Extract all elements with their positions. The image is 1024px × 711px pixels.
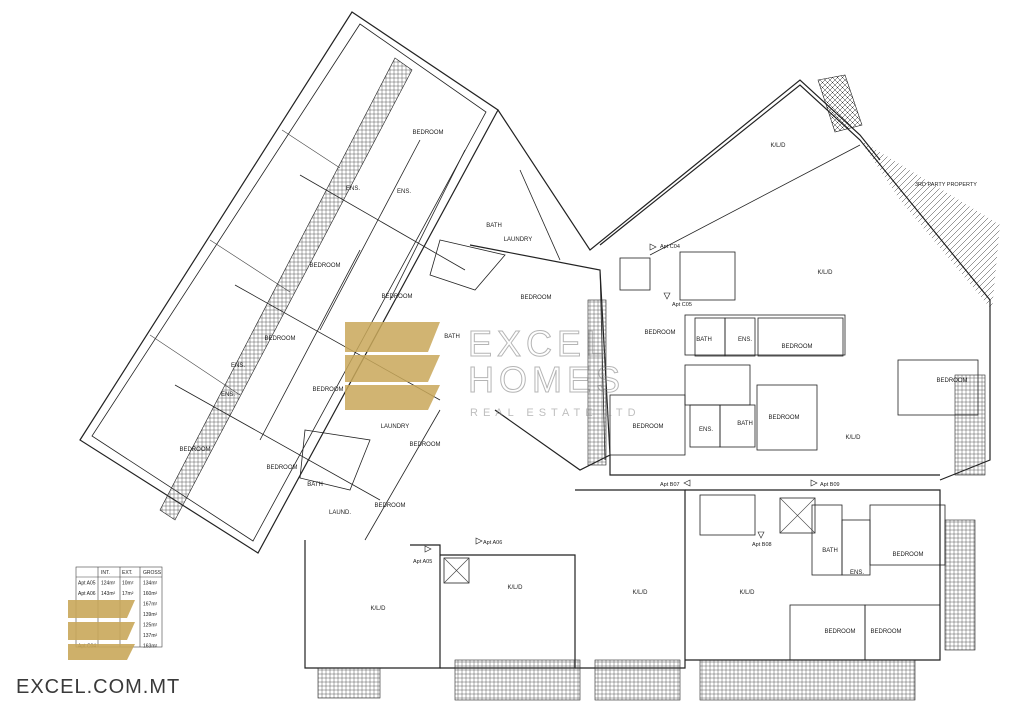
apartment-markers: 3RD PARTY PROPERTY Apt C04 Apt C05 Apt B… <box>413 182 977 565</box>
south-block <box>304 489 976 701</box>
terrace-hatch-south-1 <box>317 667 381 699</box>
room-kld: K/L/D <box>507 585 523 591</box>
room-laund: LAUND. <box>329 510 351 516</box>
west-wing <box>79 11 499 554</box>
apt-a05-label: Apt A05 <box>413 559 432 565</box>
entry-arrow-icon <box>663 292 671 300</box>
schedule-cell: 160m² <box>143 591 158 597</box>
terrace-hatch-south-2 <box>454 659 581 701</box>
room-bath: BATH <box>696 337 712 343</box>
schedule-header-cell: INT. <box>101 570 110 576</box>
room-bedroom: BEDROOM <box>632 424 663 430</box>
center-wing <box>299 79 881 491</box>
schedule-header-cell: GROSS <box>143 570 162 576</box>
apt-c04-label: Apt C04 <box>660 244 680 250</box>
schedule-cell: 143m² <box>101 591 116 597</box>
schedule-cell: 17m² <box>122 591 134 597</box>
schedule-cell: 124m² <box>101 581 116 587</box>
terrace-hatch-south-3 <box>594 659 681 701</box>
room-kld: K/L/D <box>817 270 833 276</box>
room-kld: K/L/D <box>739 590 755 596</box>
north-east-wing <box>599 74 1000 481</box>
room-bedroom: BEDROOM <box>412 130 443 136</box>
apt-a06-label: Apt A06 <box>483 540 502 546</box>
room-bedroom: BEDROOM <box>936 378 967 384</box>
schedule-cell: 163m² <box>143 644 158 650</box>
room-bedroom: BEDROOM <box>520 295 551 301</box>
room-laundry: LAUNDRY <box>381 424 410 430</box>
entry-arrow-icon <box>649 243 657 251</box>
excel-homes-watermark-text: EXCEL HOMES REAL ESTATE LTD <box>468 323 641 420</box>
schedule-cell: 10m² <box>122 581 134 587</box>
entry-arrow-icon <box>757 531 765 539</box>
terrace-hatch-east <box>954 374 986 476</box>
room-kld: K/L/D <box>632 590 648 596</box>
third-party-label: 3RD PARTY PROPERTY <box>915 182 977 188</box>
watermark-line3: REAL ESTATE LTD <box>470 407 641 419</box>
room-bedroom: BEDROOM <box>179 447 210 453</box>
room-kld: K/L/D <box>370 606 386 612</box>
room-bath: BATH <box>486 223 502 229</box>
room-bath: BATH <box>737 421 753 427</box>
watermark-line1: EXCEL <box>468 323 611 364</box>
room-kld: K/L/D <box>845 435 861 441</box>
entry-arrow-icon <box>424 545 432 553</box>
room-bedroom: BEDROOM <box>266 465 297 471</box>
room-labels: BEDROOM ENS. ENS. BATH LAUNDRY BEDROOM B… <box>179 130 967 635</box>
room-bedroom: BEDROOM <box>374 503 405 509</box>
terrace-hatch-east-2 <box>944 519 976 651</box>
schedule-header-cell: EXT. <box>122 570 133 576</box>
room-bedroom: BEDROOM <box>892 552 923 558</box>
entry-arrow-icon <box>475 537 483 545</box>
terrace-hatch-ne <box>817 74 863 133</box>
schedule-cell: 139m² <box>143 612 158 618</box>
schedule-cell: Apt A05 <box>78 581 96 587</box>
room-bath: BATH <box>444 334 460 340</box>
room-bedroom: BEDROOM <box>768 415 799 421</box>
apt-b09-label: Apt B09 <box>820 482 840 488</box>
schedule-cell: 125m² <box>143 623 158 629</box>
schedule-cell: Apt A06 <box>78 591 96 597</box>
room-bedroom: BEDROOM <box>312 387 343 393</box>
apt-b07-label: Apt B07 <box>660 482 680 488</box>
room-ens: ENS. <box>699 427 713 433</box>
room-bedroom: BEDROOM <box>409 442 440 448</box>
room-ens: ENS. <box>221 392 235 398</box>
stair-core-center <box>587 299 607 466</box>
schedule-cell: 137m² <box>143 633 158 639</box>
room-bedroom: BEDROOM <box>309 263 340 269</box>
room-ens: ENS. <box>231 363 245 369</box>
room-ens: ENS. <box>397 189 411 195</box>
room-laundry: LAUNDRY <box>504 237 533 243</box>
excel-homes-logo-mark <box>345 322 440 410</box>
schedule-cell: 167m² <box>143 602 158 608</box>
brand-url[interactable]: EXCEL.COM.MT <box>16 676 181 698</box>
apt-c05-label: Apt C05 <box>672 302 692 308</box>
apt-b08-label: Apt B08 <box>752 542 772 548</box>
room-bedroom: BEDROOM <box>781 344 812 350</box>
room-bath: BATH <box>307 482 323 488</box>
watermark-line2: HOMES <box>468 359 625 400</box>
room-ens: ENS. <box>738 337 752 343</box>
room-bedroom: BEDROOM <box>264 336 295 342</box>
room-bedroom: BEDROOM <box>870 629 901 635</box>
room-bedroom: BEDROOM <box>381 294 412 300</box>
terrace-hatch-west <box>159 57 413 521</box>
room-bedroom: BEDROOM <box>644 330 675 336</box>
terrace-hatch-south-4 <box>699 659 916 701</box>
excel-logo-small <box>68 600 135 660</box>
room-bedroom: BEDROOM <box>824 629 855 635</box>
room-ens: ENS. <box>850 570 864 576</box>
entry-arrow-icon <box>810 479 818 487</box>
room-ens: ENS. <box>346 186 360 192</box>
room-bath: BATH <box>822 548 838 554</box>
schedule-cell: 134m² <box>143 581 158 587</box>
entry-arrow-icon <box>683 479 691 487</box>
room-kld: K/L/D <box>770 143 786 149</box>
